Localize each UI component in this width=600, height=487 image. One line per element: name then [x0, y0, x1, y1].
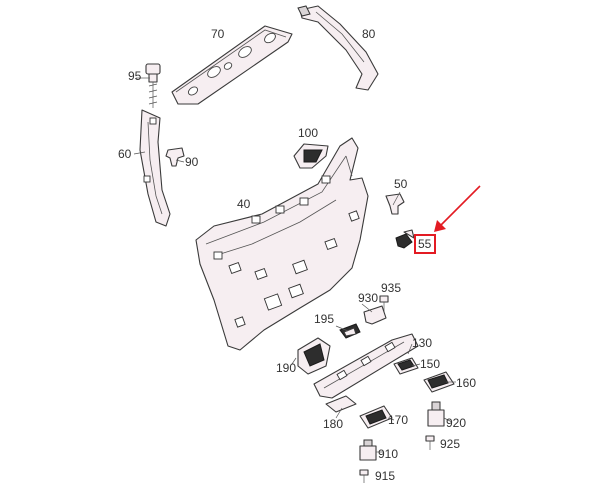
part-915-screw: [359, 469, 369, 483]
callout-90: 90: [185, 155, 199, 169]
highlight-arrow: [439, 185, 481, 227]
callout-55: 55: [418, 237, 432, 251]
callout-170: 170: [388, 413, 408, 427]
part-920-bracket: [427, 401, 445, 427]
part-80-curved-trim: [297, 5, 379, 91]
callout-935: 935: [381, 281, 401, 295]
part-160-switch: [423, 371, 455, 393]
part-190-actuator: [297, 337, 331, 375]
callout-150: 150: [420, 357, 440, 371]
part-195-connector: [339, 323, 361, 339]
part-150-light: [393, 357, 419, 375]
callout-180: 180: [323, 417, 343, 431]
callout-190: 190: [276, 361, 296, 375]
part-40-tailgate-panel: [195, 137, 369, 351]
part-100-handle: [293, 143, 329, 169]
part-60-pillar-trim: [139, 109, 171, 227]
part-170-switch: [359, 405, 393, 429]
callout-925: 925: [440, 437, 460, 451]
part-130-moulding: [313, 333, 419, 399]
callout-labels: 70 80 95 60 90 100 40 50 55 935 930 195 …: [118, 27, 476, 483]
part-925-screw: [425, 435, 435, 450]
callout-50: 50: [394, 177, 408, 191]
callout-915: 915: [375, 469, 395, 483]
callout-910: 910: [378, 447, 398, 461]
callout-70: 70: [211, 27, 225, 41]
callout-195: 195: [314, 312, 334, 326]
part-90-clip: [165, 147, 185, 167]
part-95-screw: [145, 63, 161, 108]
part-180-switch: [325, 395, 357, 413]
leader-lines: [133, 77, 456, 453]
callout-920: 920: [446, 416, 466, 430]
callout-80: 80: [362, 27, 376, 41]
part-50-clip: [385, 193, 405, 215]
arrow-head-icon: [434, 220, 446, 232]
callout-130: 130: [412, 336, 432, 350]
callout-60: 60: [118, 147, 132, 161]
part-55-clip: [395, 229, 415, 249]
part-930-bracket: [363, 305, 387, 325]
part-70-upper-trim: [171, 25, 293, 105]
callout-95: 95: [128, 69, 142, 83]
highlight-annotation: [414, 185, 481, 254]
callout-100: 100: [298, 126, 318, 140]
part-910-bracket: [359, 439, 377, 461]
highlight-box: [414, 234, 436, 254]
callout-930: 930: [358, 291, 378, 305]
callout-160: 160: [456, 376, 476, 390]
callout-40: 40: [237, 197, 251, 211]
